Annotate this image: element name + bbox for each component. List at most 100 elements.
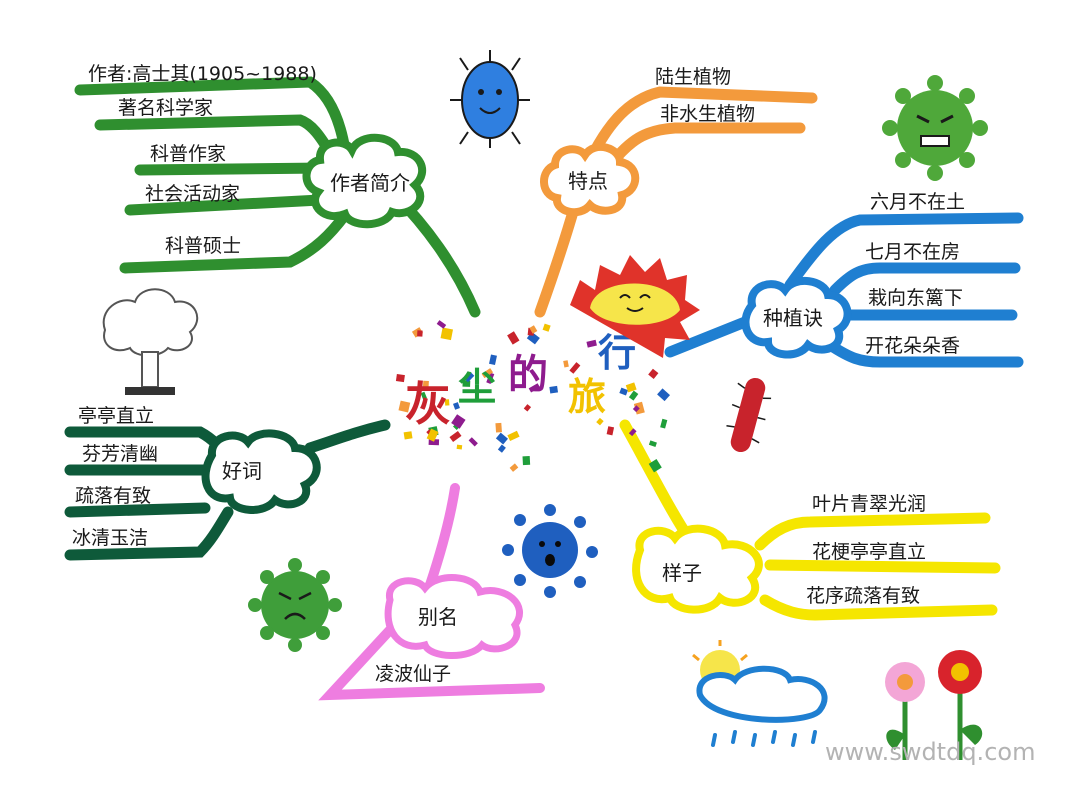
- blue-smiling-germ-icon: [450, 50, 530, 148]
- dust-speck: [463, 371, 475, 383]
- dust-speck: [449, 431, 462, 443]
- dust-speck: [462, 380, 471, 387]
- author-item-4: 社会活动家: [145, 183, 240, 205]
- features-node-label: 特点: [568, 169, 608, 193]
- author-item-2: 著名科学家: [118, 97, 213, 119]
- rain-cloud-with-sun-icon: [692, 640, 828, 747]
- words-item-3: 疏落有致: [75, 485, 151, 507]
- green-sad-germ-icon: [248, 558, 342, 652]
- dust-speck: [417, 330, 423, 337]
- dust-speck: [481, 368, 494, 379]
- planting-item-2: 七月不在房: [865, 241, 960, 263]
- words-node-cloud: [201, 429, 321, 514]
- title-char-2: 尘: [458, 365, 496, 409]
- dust-speck: [428, 439, 440, 446]
- words-node-label: 好词: [222, 459, 262, 483]
- dust-speck: [628, 390, 639, 401]
- words-item-1: 亭亭直立: [78, 405, 154, 427]
- planting-item-1: 六月不在土: [870, 191, 965, 213]
- title-char-1: 灰: [405, 377, 451, 431]
- planting-item-4: 开花朵朵香: [865, 335, 960, 357]
- dust-speck: [619, 387, 629, 396]
- dust-speck: [453, 402, 460, 410]
- dust-speck: [549, 385, 559, 394]
- dust-speck: [563, 360, 569, 368]
- central-title: 灰 尘 的 行 旅: [405, 331, 636, 431]
- dust-speck: [528, 383, 540, 393]
- alias-node-cloud: [384, 573, 523, 659]
- planting-branch-lines: [664, 212, 1024, 368]
- dust-speck: [523, 404, 532, 412]
- shape-node-label: 样子: [662, 561, 702, 585]
- dust-speck: [542, 323, 551, 332]
- dust-speck: [426, 428, 439, 442]
- shape-item-1: 叶片青翠光润: [812, 493, 926, 515]
- dust-speck: [648, 459, 662, 473]
- dust-speck: [495, 422, 502, 433]
- dust-speck: [522, 456, 531, 466]
- dust-speck: [398, 400, 411, 413]
- flowers-icon: [885, 650, 983, 760]
- planting-item-3: 栽向东篱下: [868, 287, 963, 309]
- dust-speck: [586, 339, 597, 348]
- dust-speck: [422, 380, 429, 388]
- dust-speck: [451, 414, 466, 429]
- features-item-2: 非水生植物: [660, 103, 755, 125]
- dust-speck: [440, 327, 454, 341]
- dust-speck: [507, 430, 520, 442]
- dust-speck: [436, 320, 447, 329]
- author-item-5: 科普硕士: [165, 235, 241, 257]
- dust-speck: [625, 382, 637, 393]
- words-item-4: 冰清玉洁: [72, 527, 148, 549]
- dust-specks: [395, 320, 671, 473]
- dust-speck: [660, 418, 668, 429]
- author-node-cloud: [302, 133, 427, 229]
- title-char-5: 旅: [568, 375, 606, 419]
- dust-speck: [497, 444, 506, 453]
- title-char-3: 的: [508, 352, 548, 398]
- alias-branch-lines: [318, 483, 545, 701]
- features-item-1: 陆生植物: [655, 66, 731, 88]
- planting-node-cloud: [741, 277, 852, 359]
- alias-node-label: 别名: [418, 605, 458, 629]
- dust-speck: [489, 354, 497, 366]
- smiling-sun-icon: [570, 255, 700, 358]
- dust-speck: [456, 444, 463, 450]
- dust-speck: [486, 372, 495, 384]
- features-node-cloud: [540, 142, 640, 217]
- dust-speck: [648, 368, 659, 379]
- dust-speck: [648, 440, 657, 447]
- shape-node-cloud: [632, 524, 763, 614]
- red-bacterium-icon: [726, 377, 772, 453]
- dust-speck: [628, 428, 637, 437]
- author-node-label: 作者简介: [330, 171, 410, 195]
- dust-speck: [395, 374, 405, 383]
- dust-speck: [657, 388, 671, 402]
- dust-speck: [420, 391, 427, 400]
- dust-speck: [596, 417, 604, 426]
- dust-speck: [444, 399, 450, 406]
- alias-item-1: 凌波仙子: [375, 663, 451, 685]
- words-item-2: 芬芳清幽: [82, 443, 158, 465]
- author-item-1: 作者:高士其(1905~1988): [88, 63, 317, 85]
- dust-speck: [403, 431, 413, 440]
- author-item-3: 科普作家: [150, 143, 226, 165]
- shape-item-2: 花梗亭亭直立: [812, 541, 926, 563]
- words-branch-lines: [64, 419, 391, 561]
- dust-speck: [569, 362, 581, 374]
- planting-node-label: 种植诀: [763, 306, 823, 330]
- mushroom-cloud-icon: [102, 288, 199, 395]
- dust-speck: [507, 331, 520, 345]
- shape-item-3: 花序疏落有致: [806, 585, 920, 607]
- dark-blue-germ-icon: [502, 504, 598, 598]
- dust-speck: [495, 432, 508, 445]
- dust-speck: [632, 405, 640, 413]
- green-angry-germ-icon: [882, 75, 988, 181]
- dust-speck: [509, 463, 519, 472]
- dust-speck: [529, 325, 538, 334]
- watermark: www.swdtdq.com: [825, 738, 1035, 766]
- dust-speck: [468, 437, 478, 447]
- dust-speck: [606, 426, 615, 436]
